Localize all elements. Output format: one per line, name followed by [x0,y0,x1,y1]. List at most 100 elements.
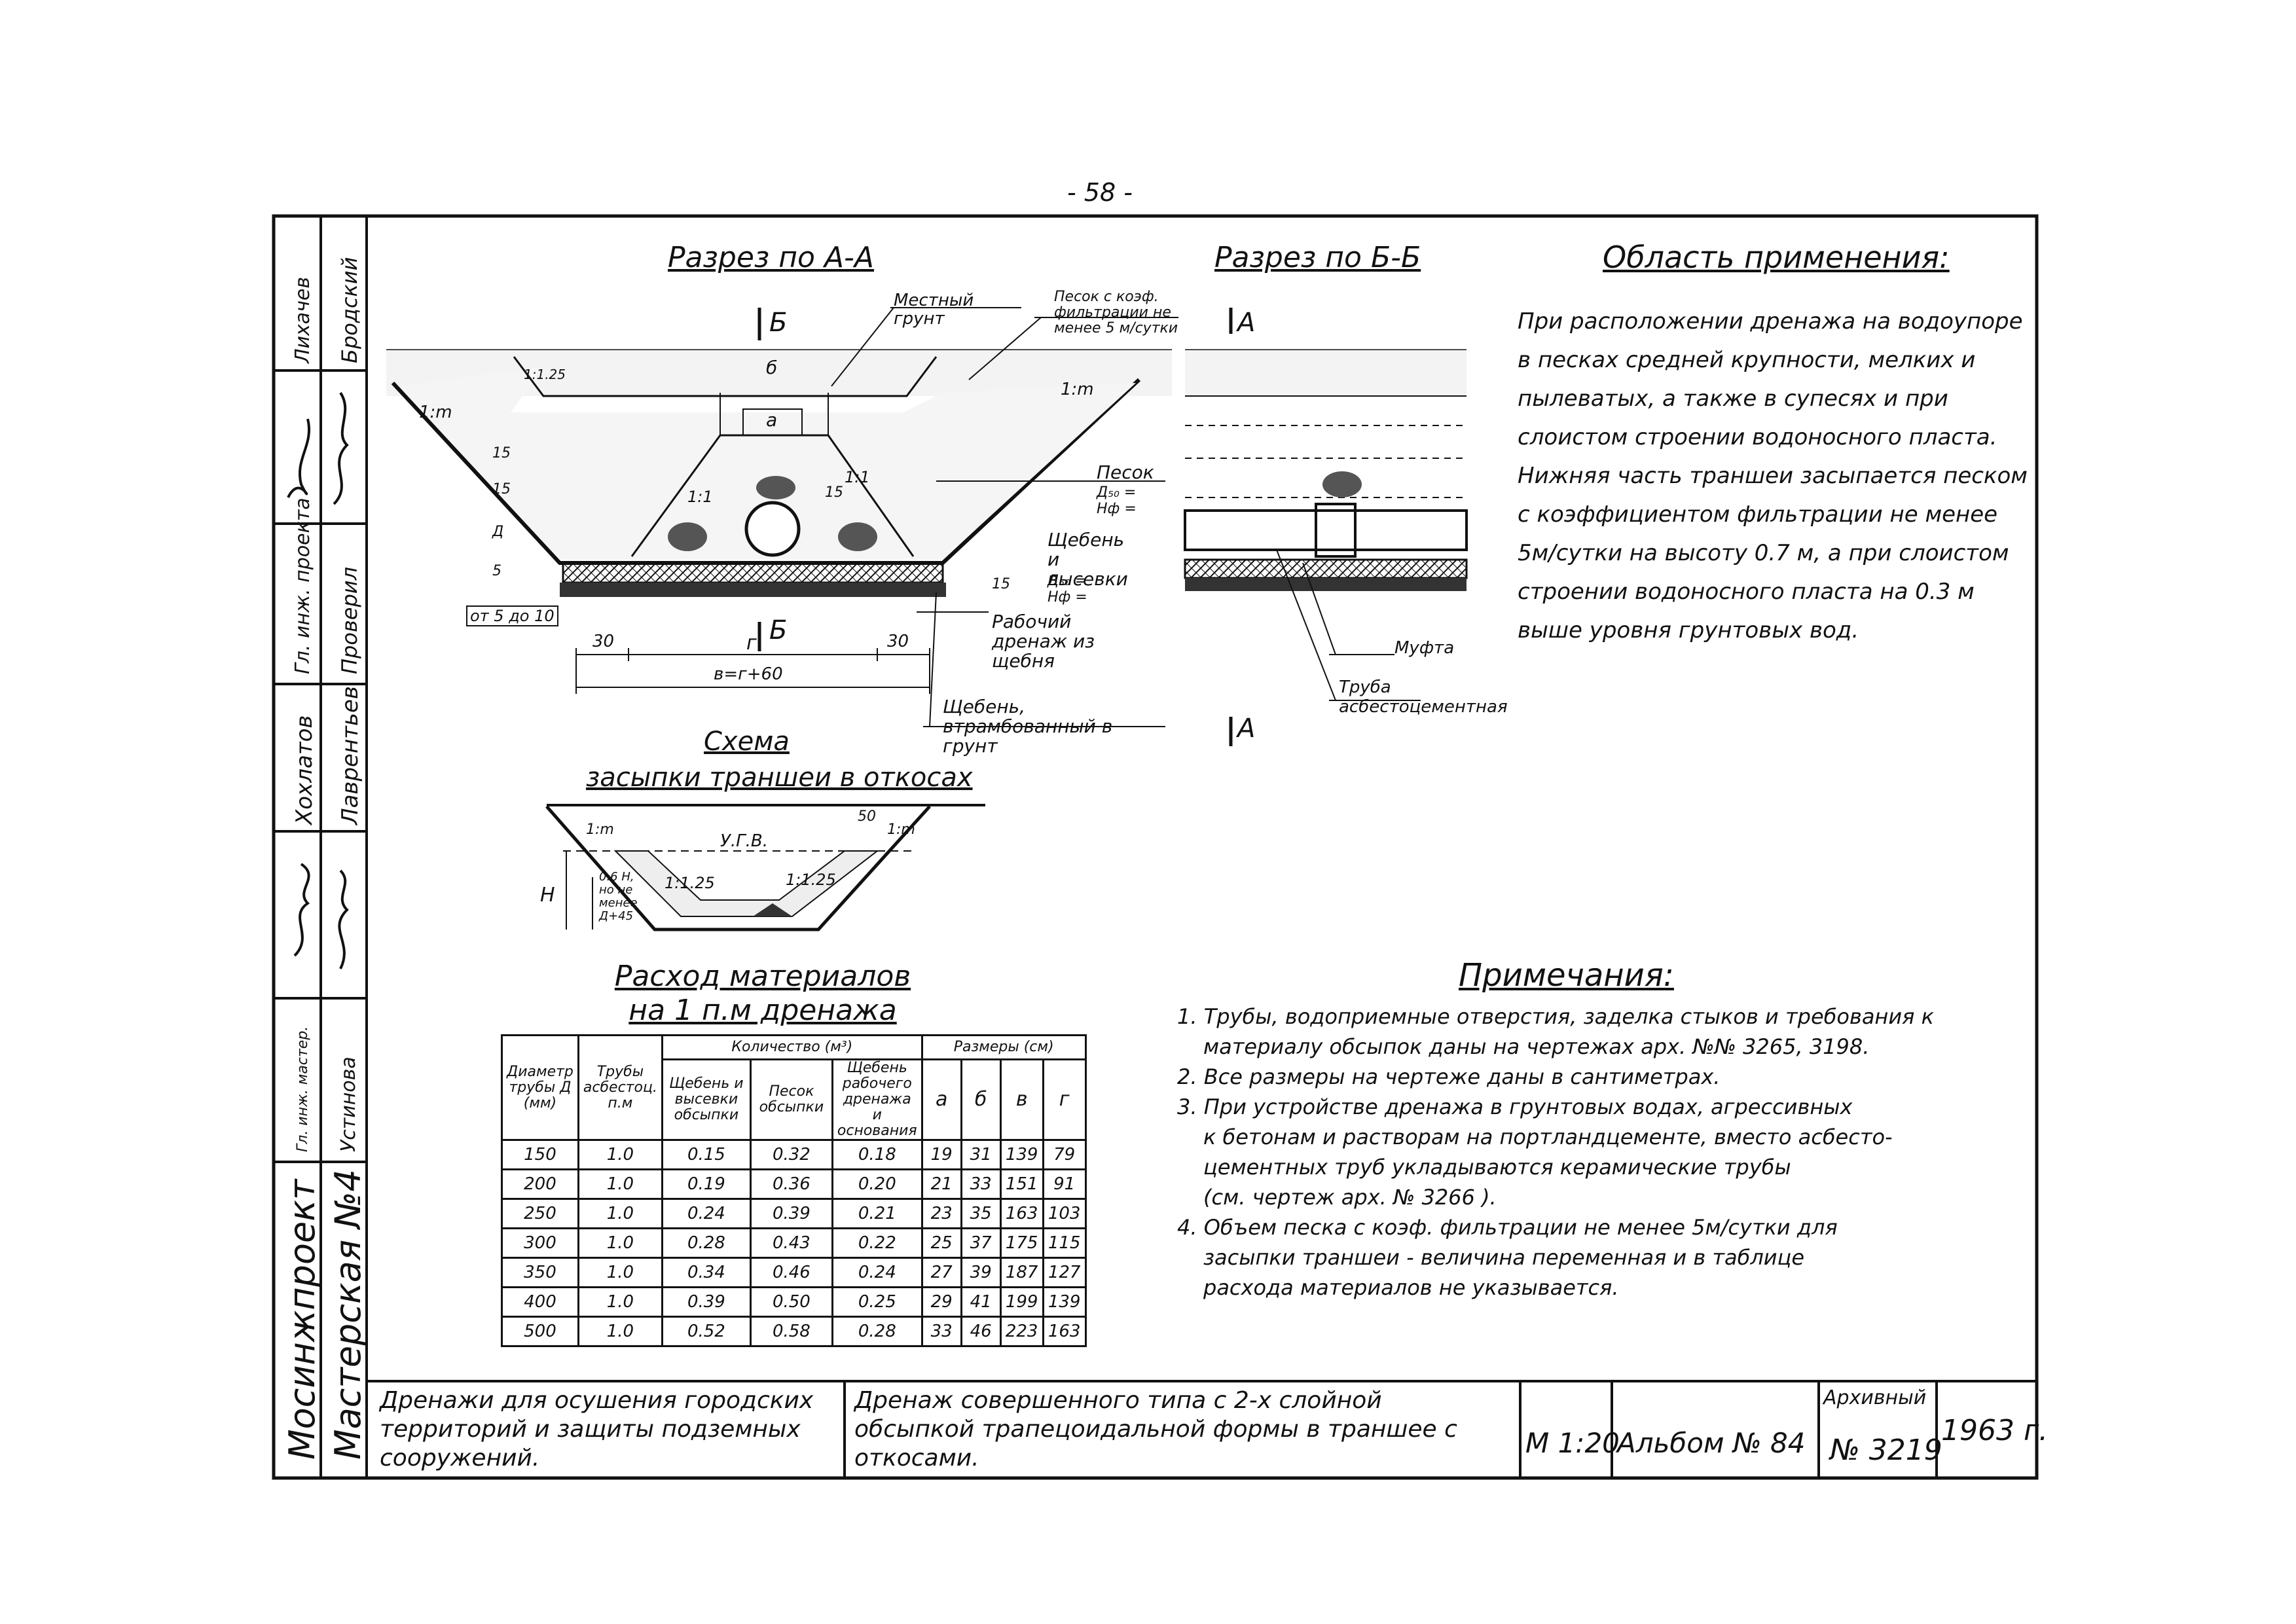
table-cell: 1.0 [577,1168,663,1200]
table-cell: 199 [999,1286,1044,1318]
label-dim-15-d: 15 [992,576,1010,592]
section-bb-title: Разрез по Б-Б [1214,241,1421,274]
table-cell: 0.21 [831,1198,923,1229]
table-cell: 139 [999,1139,1044,1170]
label-h06: 0.6 Н, но не менее Д+45 [599,870,638,923]
label-slope-11-right: 1:1 [845,468,870,486]
note-line: засыпки траншеи - величина переменная и … [1203,1245,1805,1270]
page-number: - 58 - [1067,178,1133,207]
table-cell: 35 [960,1198,1002,1229]
note-line: 1. Трубы, водоприемные отверстия, заделк… [1177,1004,1934,1029]
table-cell: 0.52 [661,1316,752,1347]
title-archive-label: Архивный [1823,1386,1927,1409]
th-v: в [999,1058,1044,1141]
th-quantity: Количество (м³) [661,1034,923,1060]
sheet-frame [272,214,2039,1480]
note-line: расхода материалов не указывается. [1203,1275,1619,1300]
table-cell: 0.25 [831,1286,923,1318]
materials-title-line-2: на 1 п.м дренажа [629,994,897,1027]
label-h: Н [540,884,555,907]
table-cell: 200 [501,1168,579,1200]
table-cell: 0.50 [749,1286,833,1318]
title-scale: М 1:20 [1525,1427,1620,1459]
label-dim-15-b: 15 [492,481,511,497]
table-cell: 0.19 [661,1168,752,1200]
label-dim-15-c: 15 [825,484,843,501]
title-drawing: Дренаж совершенного типа с 2-х слойной о… [854,1387,1457,1471]
table-cell: 0.46 [749,1257,833,1288]
application-text: При расположении дренажа на водоупоре в … [1518,308,2028,643]
label-slope-m-right: 1:m [1061,380,1094,399]
label-slope-125: 1:1.25 [524,367,566,382]
table-cell: 37 [960,1227,1002,1259]
note-line: (см. чертеж арх. № 3266 ). [1203,1185,1497,1210]
label-dim-a: а [766,409,778,431]
table-cell: 0.24 [831,1257,923,1288]
table-cell: 0.58 [749,1316,833,1347]
label-sand-d50: Д₅₀ = [1097,484,1137,501]
label-dim-b: б [766,357,778,378]
th-diameter: Диаметр трубы Д (мм) [501,1034,579,1141]
table-cell: 0.28 [661,1227,752,1259]
title-project: Дренажи для осушения городских территори… [380,1387,814,1471]
table-cell: 0.39 [749,1198,833,1229]
table-cell: 23 [920,1198,962,1229]
label-gravel-d50: Д₅₀ = [1048,573,1087,589]
label-scheme-m2: 1:m [887,821,915,838]
table-cell: 115 [1042,1227,1087,1259]
th-gravel: Щебень и высевки обсыпки [661,1058,752,1141]
table-cell: 33 [920,1316,962,1347]
table-cell: 0.28 [831,1316,923,1347]
stamp-person-2: Бродский [337,257,362,363]
label-dim-15-a: 15 [492,445,511,461]
title-album: Альбом № 84 [1617,1427,1806,1459]
notes-title: Примечания: [1459,957,1674,994]
stamp-workshop: Мастерская №4 [327,1169,369,1460]
label-dim-5-10: от 5 до 10 [466,605,558,626]
table-cell: 223 [999,1316,1044,1347]
table-cell: 127 [1042,1257,1087,1288]
th-b: б [960,1058,1002,1141]
label-sand-coef: Песок с коэф. фильтрации не менее 5 м/су… [1054,289,1178,336]
section-bb-drawing [1184,308,1468,746]
table-cell: 400 [501,1286,579,1318]
table-cell: 163 [999,1198,1044,1229]
label-ugv: У.Г.В. [720,831,768,851]
table-cell: 250 [501,1198,579,1229]
table-cell: 0.18 [831,1139,923,1170]
table-cell: 29 [920,1286,962,1318]
table-cell: 33 [960,1168,1002,1200]
table-cell: 0.22 [831,1227,923,1259]
table-cell: 27 [920,1257,962,1288]
table-cell: 1.0 [577,1286,663,1318]
label-gravel: Щебень и высевки [1048,529,1128,590]
signatures [287,391,349,969]
table-cell: 0.15 [661,1139,752,1170]
table-cell: 1.0 [577,1139,663,1170]
th-g: г [1042,1058,1087,1141]
table-cell: 0.34 [661,1257,752,1288]
label-scheme-50: 50 [858,808,876,825]
table-cell: 41 [960,1286,1002,1318]
note-line: материалу обсыпок даны на чертежах арх. … [1203,1034,1870,1059]
th-sizes: Размеры (см) [920,1034,1087,1060]
table-cell: 103 [1042,1198,1087,1229]
label-dim-30-right: 30 [887,632,909,651]
materials-title: Расход материалов на 1 п.м дренажа [592,960,933,1028]
signature-3 [293,863,310,957]
table-cell: 0.36 [749,1168,833,1200]
scheme-title-2: засыпки траншеи в откосах [586,763,973,793]
table-cell: 0.24 [661,1198,752,1229]
th-a: а [920,1058,962,1141]
label-dim-5: 5 [492,563,501,579]
table-cell: 0.20 [831,1168,923,1200]
table-cell: 91 [1042,1168,1087,1200]
label-dim-g: г [746,632,757,655]
label-coupling: Муфта [1394,638,1455,658]
table-cell: 0.43 [749,1227,833,1259]
